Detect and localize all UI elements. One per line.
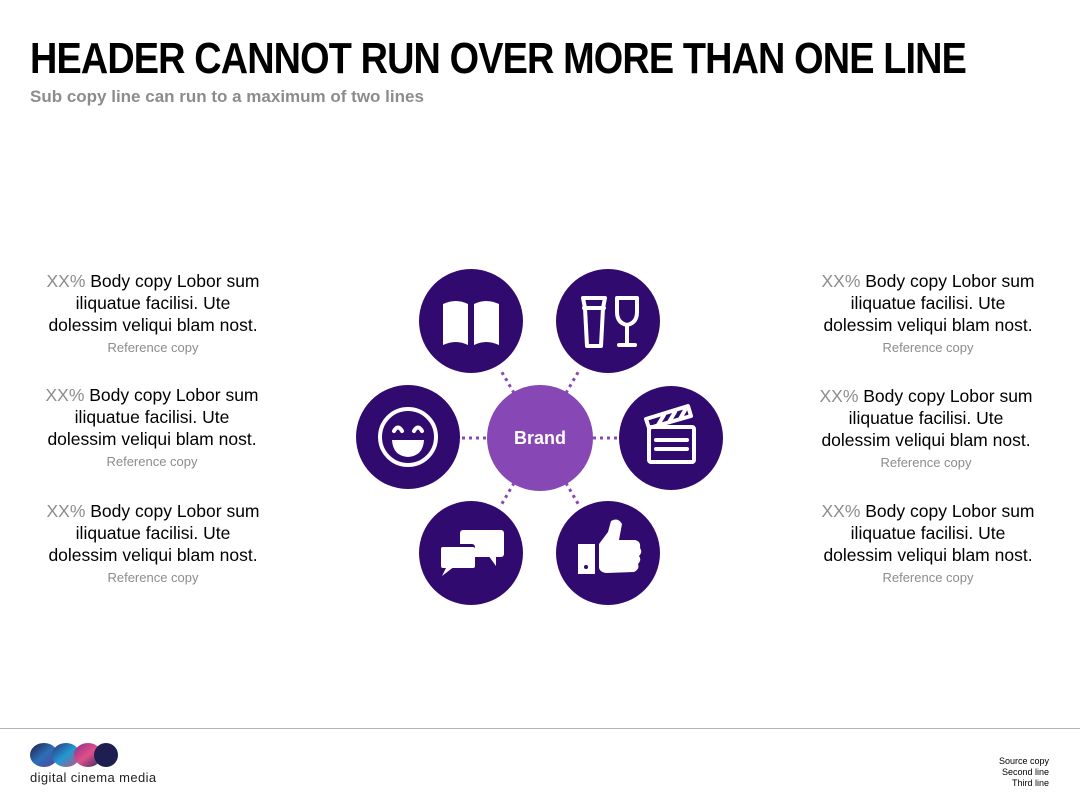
stat-reference: Reference copy — [882, 570, 974, 585]
clapperboard-node — [619, 386, 723, 490]
stat-percent: XX% — [45, 385, 85, 405]
source-line: Source copy — [998, 756, 1049, 766]
stat-block-right-1: XX% Body copy Lobor sum iliquatue facili… — [798, 270, 1058, 356]
book-node — [419, 269, 523, 373]
stat-body: Body copy Lobor sum — [863, 386, 1033, 406]
stat-percent: XX% — [46, 271, 86, 291]
logo-wordmark: digital cinema media — [30, 770, 157, 785]
stat-percent: XX% — [46, 501, 86, 521]
source-line: Second line — [1001, 767, 1049, 777]
thumbs-up-icon — [578, 519, 642, 574]
drinks-node — [556, 269, 660, 373]
stat-reference: Reference copy — [880, 455, 972, 470]
stat-percent: XX% — [821, 501, 861, 521]
chat-bubbles-icon — [438, 530, 504, 576]
stat-body: iliquatue facilisi. Ute — [850, 523, 1006, 543]
stat-body: iliquatue facilisi. Ute — [75, 293, 231, 313]
stat-body: dolessim veliqui blam nost. — [823, 315, 1033, 335]
stat-reference: Reference copy — [107, 570, 199, 585]
stat-body: dolessim veliqui blam nost. — [48, 545, 258, 565]
stat-block-right-2: XX% Body copy Lobor sum iliquatue facili… — [796, 385, 1056, 471]
stat-block-left-2: XX% Body copy Lobor sum iliquatue facili… — [22, 384, 282, 470]
drinks-icon — [581, 296, 639, 348]
brand-node — [487, 385, 593, 491]
connector-drinks — [564, 368, 582, 394]
connector-thumbs-up — [564, 482, 582, 508]
stat-body: iliquatue facilisi. Ute — [850, 293, 1006, 313]
stat-body: iliquatue facilisi. Ute — [74, 407, 230, 427]
stat-body: iliquatue facilisi. Ute — [848, 408, 1004, 428]
footer-divider — [0, 728, 1080, 729]
connector-book — [498, 368, 516, 394]
page-title: HEADER CANNOT RUN OVER MORE THAN ONE LIN… — [30, 34, 967, 83]
stat-body: Body copy Lobor sum — [90, 501, 260, 521]
stat-body: Body copy Lobor sum — [89, 385, 259, 405]
connector-chat — [498, 482, 516, 508]
smiley-node — [356, 385, 460, 489]
stat-reference: Reference copy — [882, 340, 974, 355]
source-line: Third line — [1011, 778, 1049, 788]
thumbs-up-node — [556, 501, 660, 605]
chat-node — [419, 501, 523, 605]
stat-block-right-3: XX% Body copy Lobor sum iliquatue facili… — [798, 500, 1058, 586]
clapperboard-icon — [644, 404, 696, 464]
stat-body: Body copy Lobor sum — [865, 271, 1035, 291]
book-icon — [443, 301, 499, 345]
stat-body: Body copy Lobor sum — [90, 271, 260, 291]
brand-label: Brand — [514, 428, 566, 448]
source-copy: Source copy Second line Third line — [999, 756, 1049, 789]
stat-block-left-1: XX% Body copy Lobor sum iliquatue facili… — [23, 270, 283, 356]
stat-percent: XX% — [821, 271, 861, 291]
stat-percent: XX% — [819, 386, 859, 406]
stat-reference: Reference copy — [106, 454, 198, 469]
page-subtitle: Sub copy line can run to a maximum of tw… — [30, 87, 424, 106]
stat-body: iliquatue facilisi. Ute — [75, 523, 231, 543]
stat-body: dolessim veliqui blam nost. — [823, 545, 1033, 565]
stat-body: Body copy Lobor sum — [865, 501, 1035, 521]
stat-body: dolessim veliqui blam nost. — [47, 429, 257, 449]
stat-reference: Reference copy — [107, 340, 199, 355]
smiley-icon — [378, 407, 438, 467]
dcm-logo — [30, 743, 118, 767]
stat-block-left-3: XX% Body copy Lobor sum iliquatue facili… — [23, 500, 283, 586]
stat-body: dolessim veliqui blam nost. — [821, 430, 1031, 450]
stat-body: dolessim veliqui blam nost. — [48, 315, 258, 335]
